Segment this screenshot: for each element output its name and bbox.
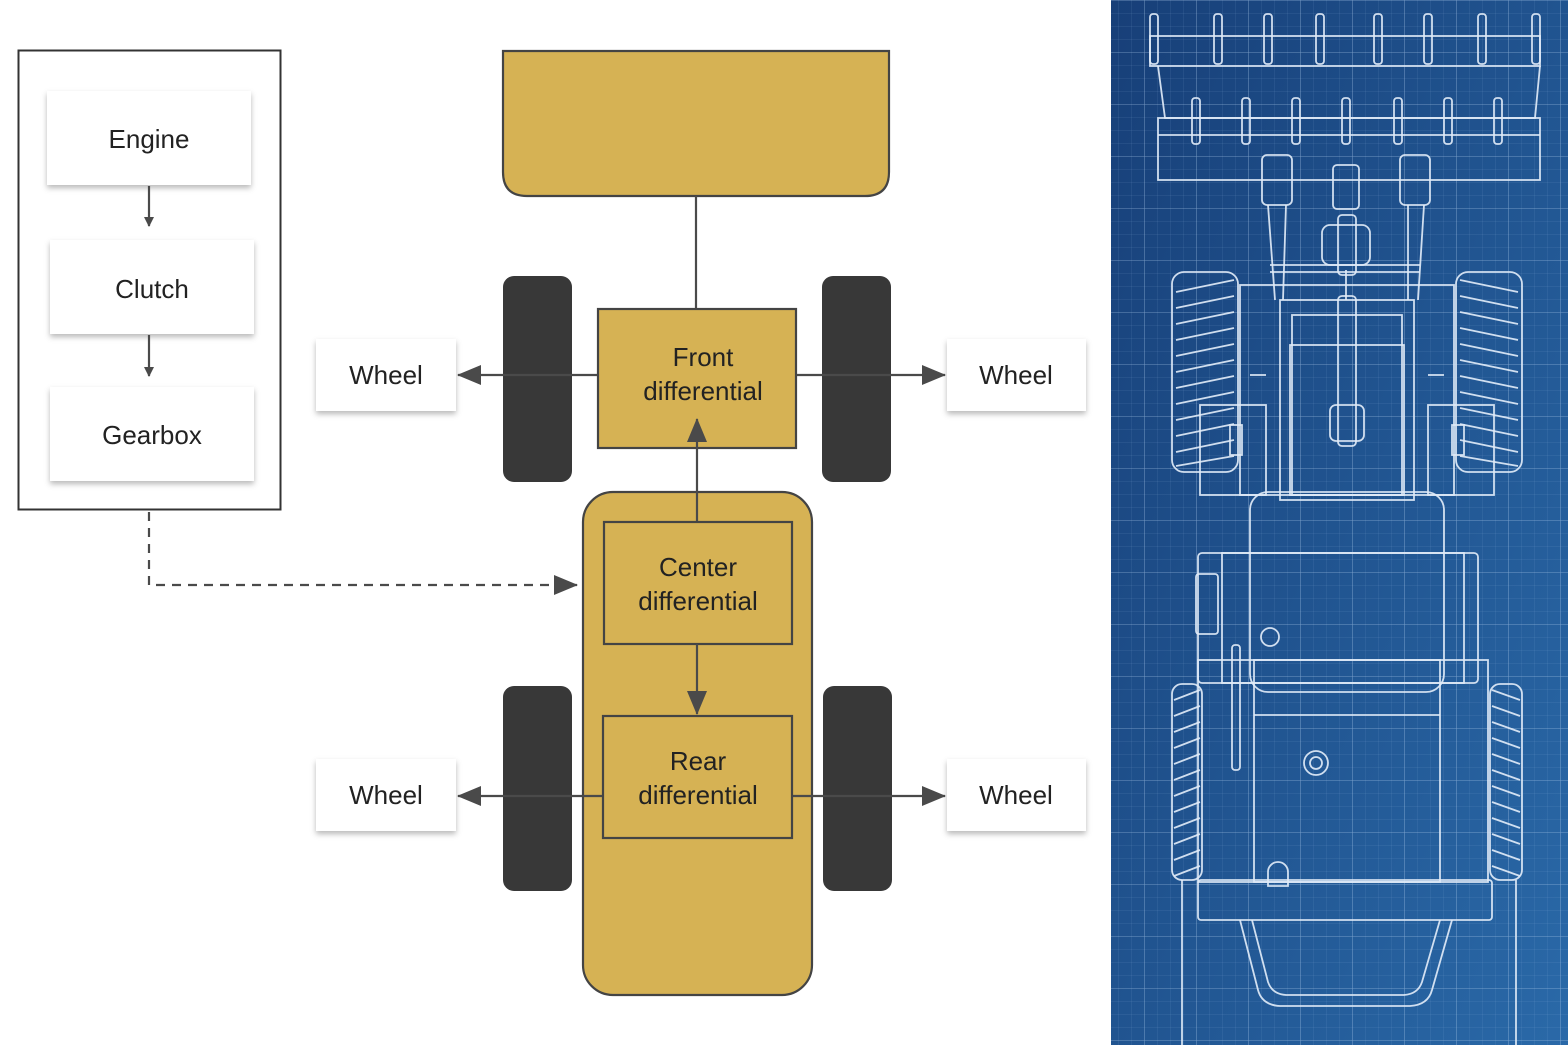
wheel-front-right-node[interactable]: Wheel [947,339,1086,411]
gearbox-label: Gearbox [102,420,202,450]
center-differential-node[interactable]: Center differential [602,520,794,646]
rear-right-tire [1489,683,1523,881]
front-right-tire-shape [822,276,891,482]
blueprint-grid-major [1111,0,1568,1045]
rear-left-tire [1171,683,1203,881]
wheel-front-left-box [316,339,456,411]
bucket-lower-teeth [1191,97,1503,145]
rear-differential-node[interactable]: Rear differential [601,714,794,840]
engine-box [47,91,251,185]
rear-left-tire-shape [503,686,572,891]
wheel-rear-left-label: Wheel [349,780,423,810]
wheel-front-right-box [947,339,1086,411]
wheel-front-left-node[interactable]: Wheel [316,339,456,411]
bucket-teeth [1149,13,1541,65]
front-differential-label-line2: differential [643,376,763,406]
bucket-base [1157,117,1541,181]
center-differential-label-line2: differential [638,586,758,616]
front-left-tire [1171,271,1239,473]
powertrain-group: Engine Clutch Gearbox [17,49,282,511]
front-differential-label-line1: Front [673,342,734,372]
front-frame [1199,284,1495,501]
gearbox-box [50,387,254,481]
wheel-rear-right-label: Wheel [979,780,1053,810]
rear-right-tire-shape [823,686,892,891]
loader-blueprint-drawing [1149,13,1541,1045]
gearbox-node[interactable]: Gearbox [50,387,254,481]
clutch-node[interactable]: Clutch [50,240,254,334]
wheel-rear-right-node[interactable]: Wheel [947,759,1086,831]
hydraulic-cylinder [1329,270,1365,447]
rear-differential-box [601,714,794,840]
rear-body [1195,491,1489,883]
wheel-front-right-label: Wheel [979,360,1053,390]
clutch-box [50,240,254,334]
rear-differential-label-line1: Rear [670,746,727,776]
front-left-tire-shape [503,276,572,482]
wheel-rear-left-box [316,759,456,831]
front-hood [501,49,891,198]
wheel-front-left-label: Wheel [349,360,423,390]
wheel-rear-left-node[interactable]: Wheel [316,759,456,831]
wheel-rear-right-box [947,759,1086,831]
center-differential-box [602,520,794,646]
rear-differential-label-line2: differential [638,780,758,810]
blueprint-panel [1111,0,1568,1045]
clutch-label: Clutch [115,274,189,304]
center-differential-label-line1: Center [659,552,737,582]
rear-counterweight [1181,861,1517,1045]
engine-node[interactable]: Engine [47,91,251,185]
engine-label: Engine [109,124,190,154]
front-right-tire [1455,271,1523,473]
gearbox-to-center-dashed-arrow [147,512,578,595]
vehicle-chassis: Front differential Center differential R… [457,49,946,997]
